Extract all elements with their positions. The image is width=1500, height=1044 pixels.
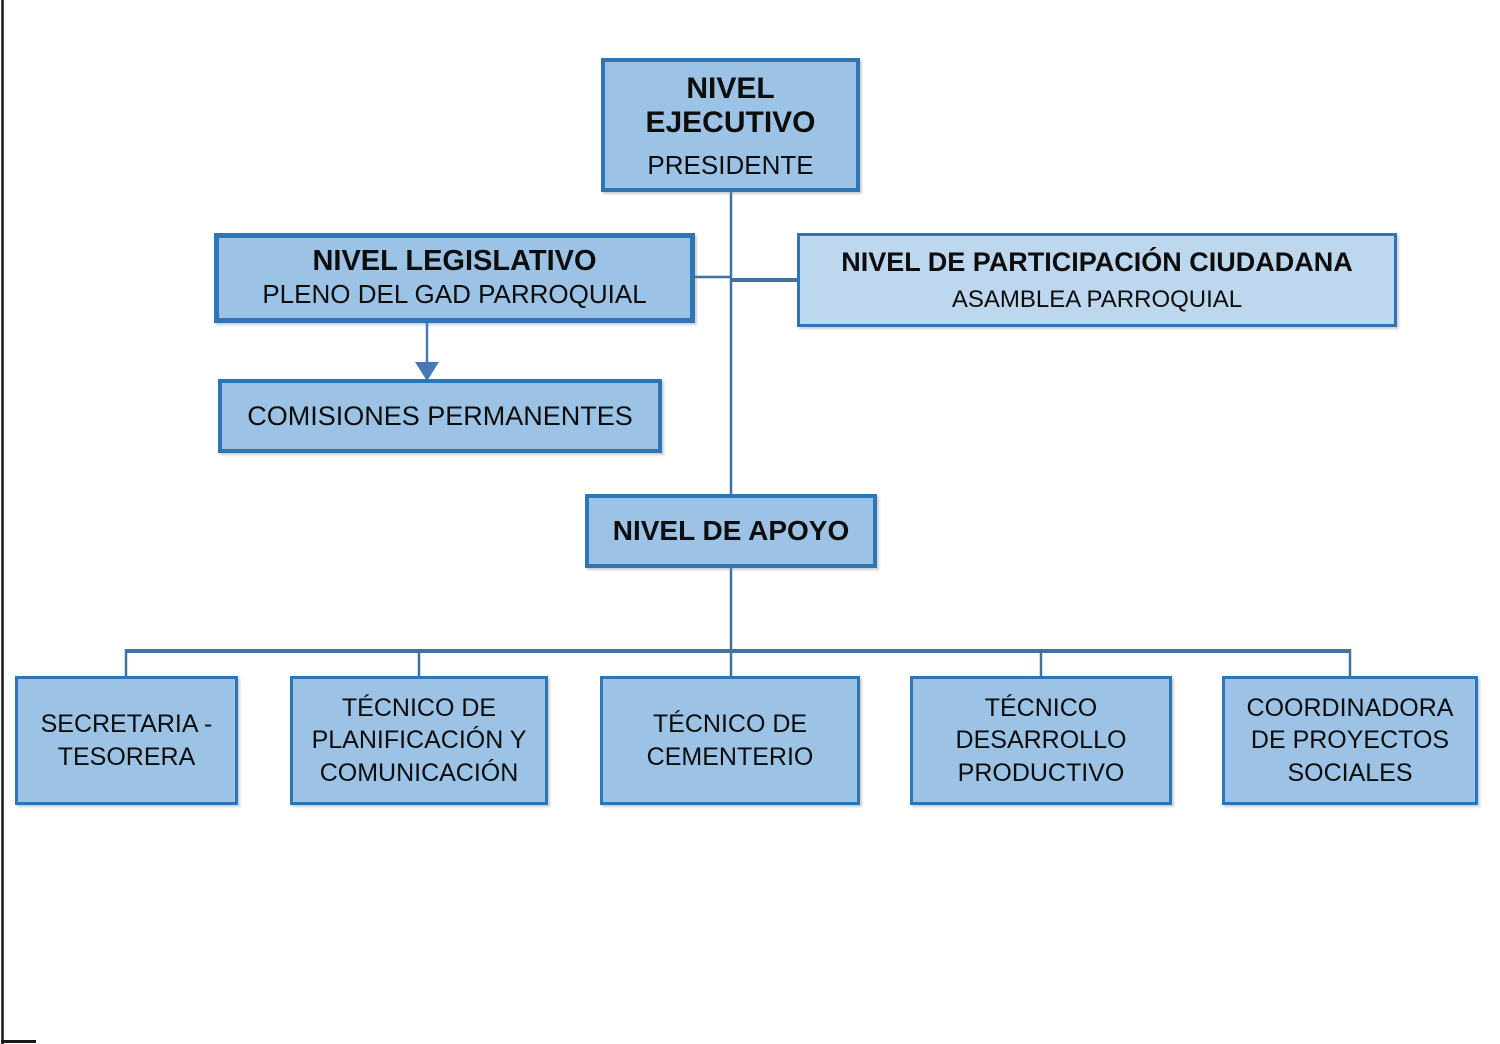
org-node-support-level: NIVEL DE APOYO — [585, 494, 877, 568]
cemetery-technician-label: TÉCNICO DE CEMENTERIO — [646, 710, 814, 771]
org-node-productive-development-technician: TÉCNICO DESARROLLO PRODUCTIVO — [910, 676, 1172, 805]
executive-level-title: NIVEL EJECUTIVO — [645, 72, 816, 139]
executive-level-subtitle: PRESIDENTE — [647, 150, 814, 181]
participation-level-title: NIVEL DE PARTICIPACIÓN CIUDADANA — [841, 247, 1353, 277]
secretary-treasurer-label: SECRETARIA - TESORERA — [40, 710, 213, 771]
legislative-level-subtitle: PLENO DEL GAD PARROQUIAL — [262, 279, 647, 310]
org-node-participation-level: NIVEL DE PARTICIPACIÓN CIUDADANA ASAMBLE… — [797, 233, 1397, 327]
legislative-level-title: NIVEL LEGISLATIVO — [312, 245, 597, 277]
participation-level-subtitle: ASAMBLEA PARROQUIAL — [951, 285, 1243, 313]
org-node-planning-communication-technician: TÉCNICO DE PLANIFICACIÓN Y COMUNICACIÓN — [290, 676, 548, 805]
planning-communication-technician-label: TÉCNICO DE PLANIFICACIÓN Y COMUNICACIÓN — [311, 693, 527, 787]
org-node-legislative-level: NIVEL LEGISLATIVO PLENO DEL GAD PARROQUI… — [214, 233, 695, 323]
org-node-secretary-treasurer: SECRETARIA - TESORERA — [15, 676, 238, 805]
org-node-permanent-commissions: COMISIONES PERMANENTES — [218, 379, 662, 453]
support-level-label: NIVEL DE APOYO — [612, 514, 850, 546]
org-node-executive-level: NIVEL EJECUTIVO PRESIDENTE — [601, 58, 860, 192]
permanent-commissions-label: COMISIONES PERMANENTES — [247, 400, 633, 431]
org-node-social-projects-coordinator: COORDINADORA DE PROYECTOS SOCIALES — [1222, 676, 1478, 805]
commissions-arrow-head — [415, 362, 439, 381]
org-node-cemetery-technician: TÉCNICO DE CEMENTERIO — [600, 676, 860, 805]
social-projects-coordinator-label: COORDINADORA DE PROYECTOS SOCIALES — [1246, 693, 1454, 787]
productive-development-technician-label: TÉCNICO DESARROLLO PRODUCTIVO — [955, 693, 1127, 787]
